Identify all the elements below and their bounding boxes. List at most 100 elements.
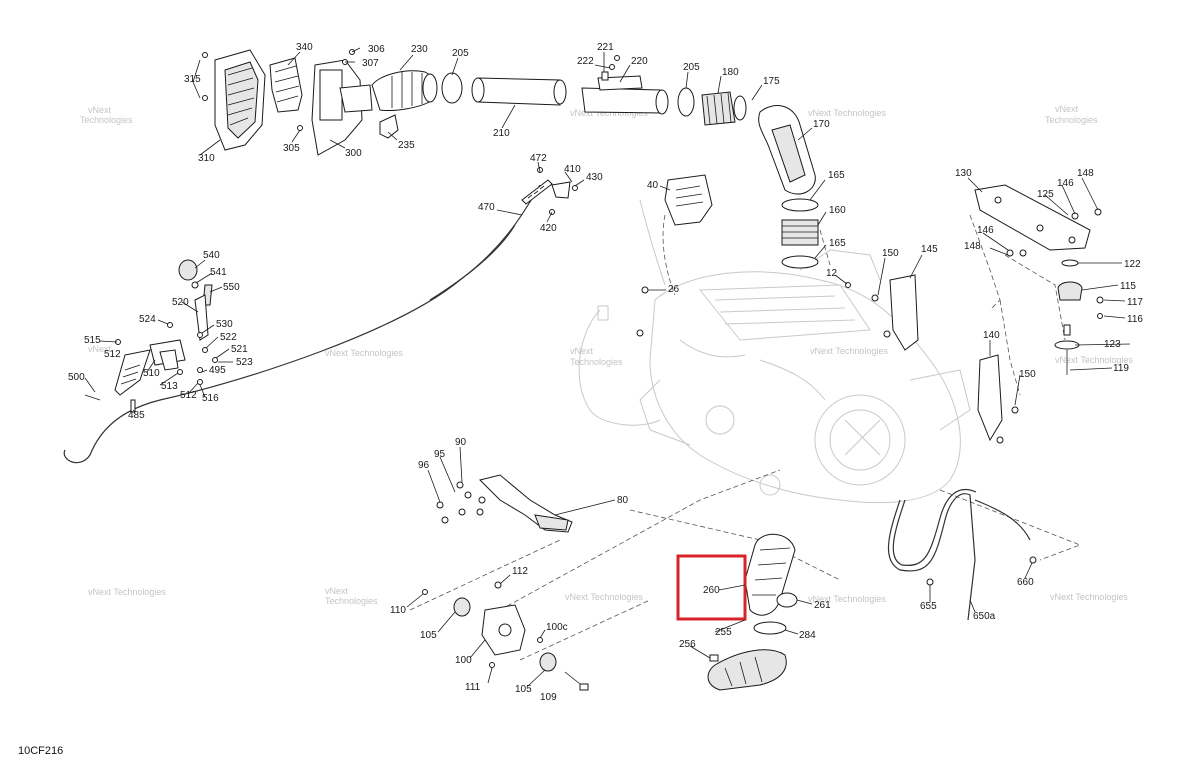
watermark-text: Technologies <box>80 115 133 125</box>
part-label: 306 <box>368 44 385 55</box>
watermark-text: vNext Technologies <box>810 346 888 356</box>
part-label: 12 <box>826 268 838 279</box>
assembly-guide-lines <box>409 214 1082 661</box>
highlight-box <box>676 554 747 621</box>
part-label: 148 <box>964 241 981 252</box>
part-label: 180 <box>722 67 739 78</box>
part-label: 305 <box>283 143 300 154</box>
part-label: 235 <box>398 140 415 151</box>
watermark-text: vNext <box>325 586 349 596</box>
part-label: 512 <box>180 390 197 401</box>
part-label: 80 <box>617 495 629 506</box>
part-label: 105 <box>515 684 532 695</box>
part-label: 430 <box>586 172 603 183</box>
part-label: 119 <box>1113 363 1129 374</box>
part-label: 148 <box>1077 168 1094 179</box>
ecm-module <box>664 174 713 226</box>
part-label: 522 <box>220 332 237 343</box>
part-label: 110 <box>390 605 406 616</box>
part-label: 515 <box>84 335 101 346</box>
part-label: 650a <box>973 611 996 622</box>
pedal-assembly <box>436 474 573 533</box>
part-label: 150 <box>882 248 899 259</box>
drain-hose <box>887 488 1037 621</box>
part-label: 125 <box>1037 189 1054 200</box>
part-label: 261 <box>814 600 831 611</box>
part-label: 540 <box>203 250 220 261</box>
part-label: 205 <box>452 48 469 59</box>
part-label: 220 <box>631 56 648 67</box>
part-label: 210 <box>493 128 510 139</box>
watermark-text: vNext Technologies <box>88 587 166 597</box>
part-label: 256 <box>679 639 696 650</box>
part-label: 472 <box>530 153 547 164</box>
part-label: 230 <box>411 44 428 55</box>
part-label: 115 <box>1120 281 1136 292</box>
part-label: 40 <box>647 180 659 191</box>
part-label: 165 <box>828 170 845 181</box>
watermarks: vNext Technologies vNext Technologies vN… <box>80 104 1133 606</box>
watermark-text: vNext Technologies <box>1055 355 1133 365</box>
part-label: 100c <box>546 622 568 633</box>
part-label: 130 <box>955 168 972 179</box>
watermark-text: vNext Technologies <box>808 108 886 118</box>
part-label: 150 <box>1019 369 1036 380</box>
part-label: 510 <box>143 368 160 379</box>
part-label: 165 <box>829 238 846 249</box>
watermark-text: vNext Technologies <box>1050 592 1128 602</box>
watermark-text: vNext <box>88 344 112 354</box>
part-label: 307 <box>362 58 379 69</box>
engine-mount-assembly <box>422 581 589 691</box>
part-label: 109 <box>540 692 557 703</box>
diagram-code-label: 10CF216 <box>18 745 64 757</box>
part-label: 255 <box>715 627 732 638</box>
part-label: 123 <box>1104 339 1121 350</box>
watermark-text: vNext Technologies <box>808 594 886 604</box>
part-label: 500 <box>68 372 85 383</box>
watermark-text: vNext <box>1055 104 1079 114</box>
part-label: 112 <box>512 566 528 577</box>
part-label: 495 <box>209 365 226 376</box>
part-label: 513 <box>161 381 178 392</box>
part-label: 550 <box>223 282 240 293</box>
part-label: 260 <box>703 585 720 596</box>
part-number-labels: 315 340 306 307 230 205 310 305 300 235 … <box>68 42 1143 703</box>
watermark-text: vNext Technologies <box>565 592 643 602</box>
part-label: 170 <box>813 119 830 130</box>
watermark-text: vNext <box>570 346 594 356</box>
part-label: 284 <box>799 630 816 641</box>
part-label: 146 <box>1057 178 1074 189</box>
part-label: 516 <box>202 393 219 404</box>
part-label: 140 <box>983 330 1000 341</box>
part-label: 116 <box>1127 314 1143 325</box>
part-label: 111 <box>465 682 481 693</box>
part-label: 122 <box>1124 259 1141 270</box>
part-label: 470 <box>478 202 495 213</box>
part-label: 520 <box>172 297 189 308</box>
part-label: 523 <box>236 357 253 368</box>
part-label: 524 <box>139 314 156 325</box>
part-label: 90 <box>455 437 467 448</box>
part-label: 300 <box>345 148 362 159</box>
part-label: 420 <box>540 223 557 234</box>
part-label: 660 <box>1017 577 1034 588</box>
part-label: 221 <box>597 42 614 53</box>
watermark-text: Technologies <box>325 596 378 606</box>
watermark-text: Technologies <box>1045 115 1098 125</box>
watermark-text: Technologies <box>570 357 623 367</box>
part-label: 222 <box>577 56 594 67</box>
engine-block-drawing <box>578 199 971 504</box>
part-label: 205 <box>683 62 700 73</box>
throttle-cable <box>63 167 578 464</box>
part-label: 160 <box>829 205 846 216</box>
label-leader-lines <box>84 47 1131 687</box>
part-label: 541 <box>210 267 227 278</box>
part-label: 26 <box>668 284 680 295</box>
part-label: 410 <box>564 164 581 175</box>
part-label: 310 <box>198 153 215 164</box>
part-label: 100 <box>455 655 472 666</box>
air-box-assembly <box>202 49 819 269</box>
intake-duct-lower <box>707 533 798 691</box>
part-label: 105 <box>420 630 437 641</box>
part-label: 521 <box>231 344 248 355</box>
